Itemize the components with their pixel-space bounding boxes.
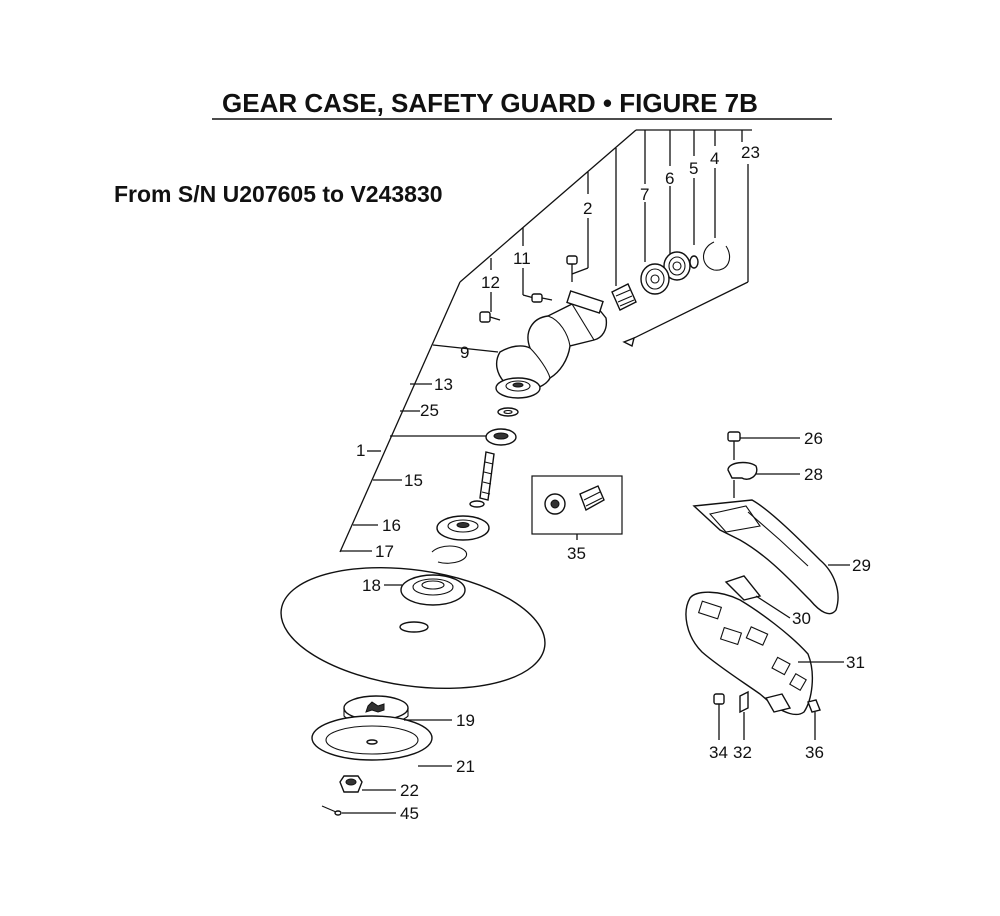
callout-labels: 1 2 4 5 6 7 9 11 12 13 15 16 17 18 19 21… bbox=[356, 143, 871, 823]
callout-5: 5 bbox=[689, 159, 698, 178]
serial-range: From S/N U207605 to V243830 bbox=[114, 181, 443, 207]
blade-leaders bbox=[342, 584, 452, 814]
callout-11: 11 bbox=[513, 249, 531, 268]
callout-9: 9 bbox=[460, 343, 469, 362]
assembly-bracket bbox=[339, 129, 752, 553]
callout-17: 17 bbox=[375, 542, 394, 561]
callout-28: 28 bbox=[804, 465, 823, 484]
callout-36: 36 bbox=[805, 743, 824, 762]
callout-19: 19 bbox=[456, 711, 475, 730]
kit-35-box bbox=[531, 475, 623, 540]
blade-assembly bbox=[280, 566, 546, 816]
callout-35: 35 bbox=[567, 544, 586, 563]
callout-2: 2 bbox=[583, 199, 592, 218]
gear-case-assembly bbox=[431, 241, 731, 564]
callout-4: 4 bbox=[710, 149, 719, 168]
callout-29: 29 bbox=[852, 556, 871, 575]
callout-7: 7 bbox=[640, 185, 649, 204]
callout-12: 12 bbox=[481, 273, 500, 292]
callout-34: 34 bbox=[709, 743, 728, 762]
callout-26: 26 bbox=[804, 429, 823, 448]
callout-32: 32 bbox=[733, 743, 752, 762]
callout-30: 30 bbox=[792, 609, 811, 628]
callout-16: 16 bbox=[382, 516, 401, 535]
figure-title: GEAR CASE, SAFETY GUARD • FIGURE 7B bbox=[222, 88, 758, 118]
callout-23: 23 bbox=[741, 143, 760, 162]
callout-18: 18 bbox=[362, 576, 381, 595]
callout-6: 6 bbox=[665, 169, 674, 188]
callout-15: 15 bbox=[404, 471, 423, 490]
callout-22: 22 bbox=[400, 781, 419, 800]
callout-21: 21 bbox=[456, 757, 475, 776]
callout-1: 1 bbox=[356, 441, 365, 460]
callout-25: 25 bbox=[420, 401, 439, 420]
safety-guard-assembly bbox=[685, 431, 850, 740]
callout-13: 13 bbox=[434, 375, 453, 394]
callout-45: 45 bbox=[400, 804, 419, 823]
callout-31: 31 bbox=[846, 653, 865, 672]
